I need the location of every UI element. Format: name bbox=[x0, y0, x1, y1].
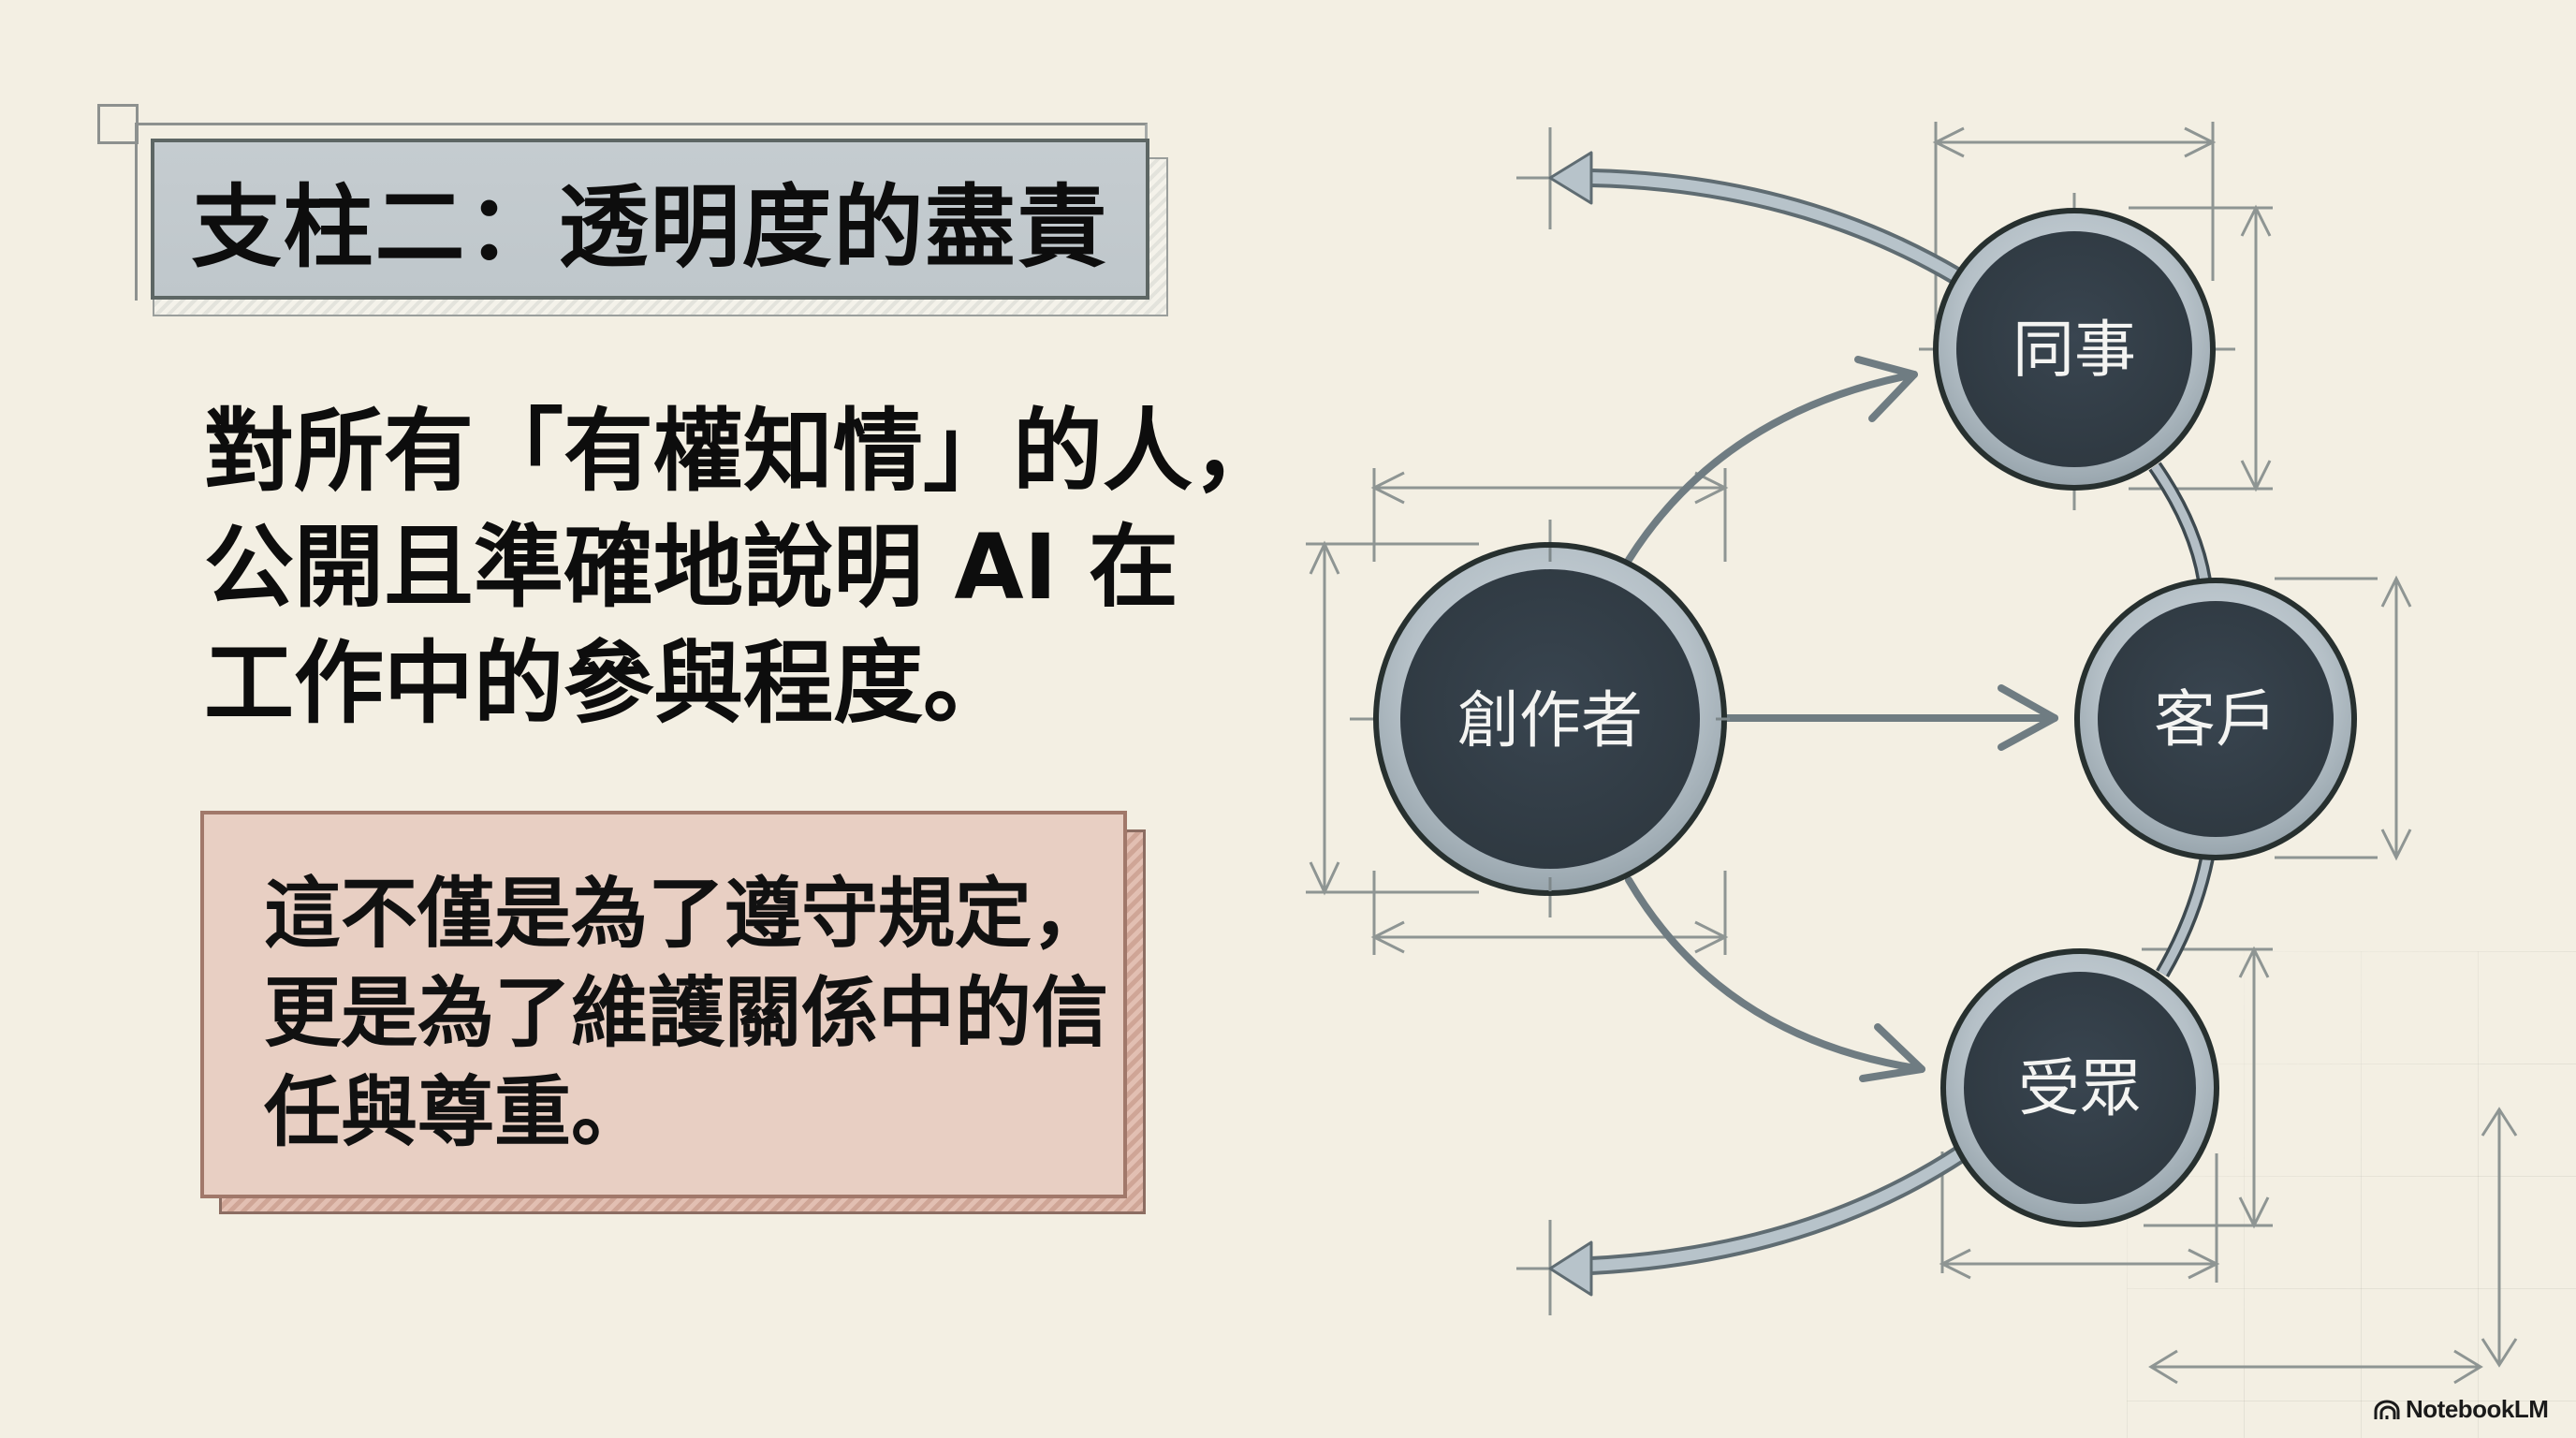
node-label-colleague: 同事 bbox=[2012, 314, 2136, 386]
watermark-text: NotebookLM bbox=[2406, 1395, 2549, 1423]
callout-line: 任與尊重。 bbox=[264, 1068, 649, 1157]
node-colleague: 同事 bbox=[1933, 208, 2216, 491]
arrow-colleague-outward bbox=[1590, 169, 1962, 285]
notebooklm-watermark: NotebookLM bbox=[2374, 1395, 2549, 1424]
title-outline-frame-left bbox=[135, 123, 138, 301]
node-audience: 受眾 bbox=[1940, 948, 2219, 1227]
connector-bands bbox=[2148, 462, 2215, 978]
statement-line: 工作中的參與程度。 bbox=[204, 631, 1013, 736]
slide-title: 支柱二：透明度的盡責 bbox=[191, 174, 1109, 280]
node-client: 客戶 bbox=[2074, 578, 2357, 860]
arrow-audience-outward-head bbox=[1548, 1240, 1593, 1297]
outgoing-arrows bbox=[1548, 151, 1967, 1297]
callout-box: 這不僅是為了遵守規定， 更是為了維護關係中的信 任與尊重。 bbox=[200, 811, 1127, 1198]
arrow-creator-to-audience bbox=[1625, 876, 1925, 1073]
callout-line: 更是為了維護關係中的信 bbox=[264, 969, 1109, 1058]
main-statement: 對所有「有權知情」的人， 公開且準確地說明 AI 在 工作中的參與程度。 bbox=[204, 393, 1282, 741]
statement-line: 公開且準確地說明 AI 在 bbox=[204, 515, 1178, 620]
arrow-creator-to-colleague bbox=[1625, 371, 1918, 564]
node-label-client: 客戶 bbox=[2154, 683, 2277, 756]
callout-text: 這不僅是為了遵守規定， 更是為了維護關係中的信 任與尊重。 bbox=[264, 865, 1123, 1163]
node-label-creator: 創作者 bbox=[1457, 684, 1643, 756]
statement-line: 對所有「有權知情」的人， bbox=[204, 399, 1282, 504]
arrow-creator-to-colleague-head bbox=[1854, 356, 1918, 422]
arrow-creator-to-audience-head bbox=[1859, 1023, 1925, 1082]
arrow-creator-to-client-head bbox=[1998, 684, 2058, 751]
node-label-audience: 受眾 bbox=[2018, 1052, 2142, 1124]
callout-line: 這不僅是為了遵守規定， bbox=[264, 870, 1109, 959]
relation-arrows bbox=[1625, 356, 2058, 1082]
node-creator: 創作者 bbox=[1373, 542, 1730, 896]
arrow-colleague-outward-head bbox=[1548, 151, 1593, 205]
title-box: 支柱二：透明度的盡責 bbox=[151, 139, 1149, 300]
arrow-audience-outward bbox=[1590, 1145, 1967, 1275]
notebooklm-logo-icon bbox=[2374, 1400, 2400, 1419]
